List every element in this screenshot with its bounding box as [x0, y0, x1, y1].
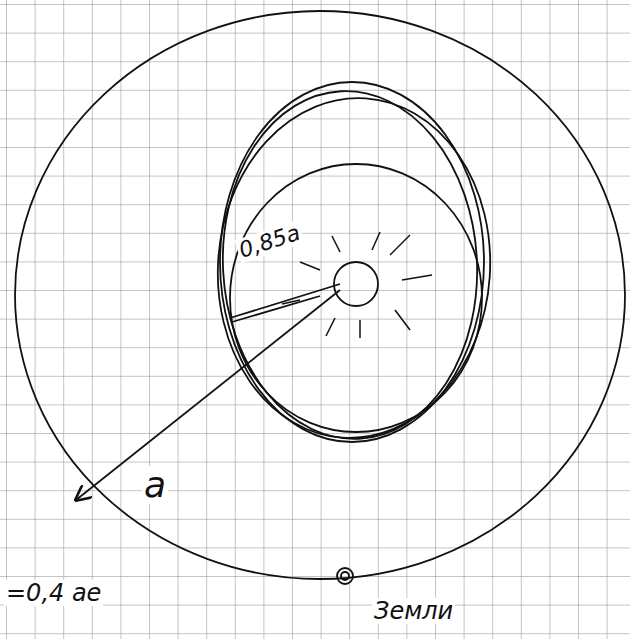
sun-symbol	[334, 262, 378, 306]
planet-label: Земли	[372, 598, 455, 624]
inner-orbit	[230, 164, 482, 432]
radius-line	[230, 284, 340, 318]
inner-orbit	[220, 82, 484, 442]
semi-major-axis-arrow	[76, 290, 340, 500]
sun-rays	[282, 232, 432, 338]
radius-line	[232, 296, 320, 322]
earth-symbol	[341, 572, 349, 580]
inner-orbit	[206, 89, 501, 447]
axis-label: a	[142, 466, 168, 504]
earth-symbol	[337, 568, 353, 584]
distance-label: =0,4 ае	[4, 580, 103, 606]
earth-orbit	[15, 11, 625, 579]
